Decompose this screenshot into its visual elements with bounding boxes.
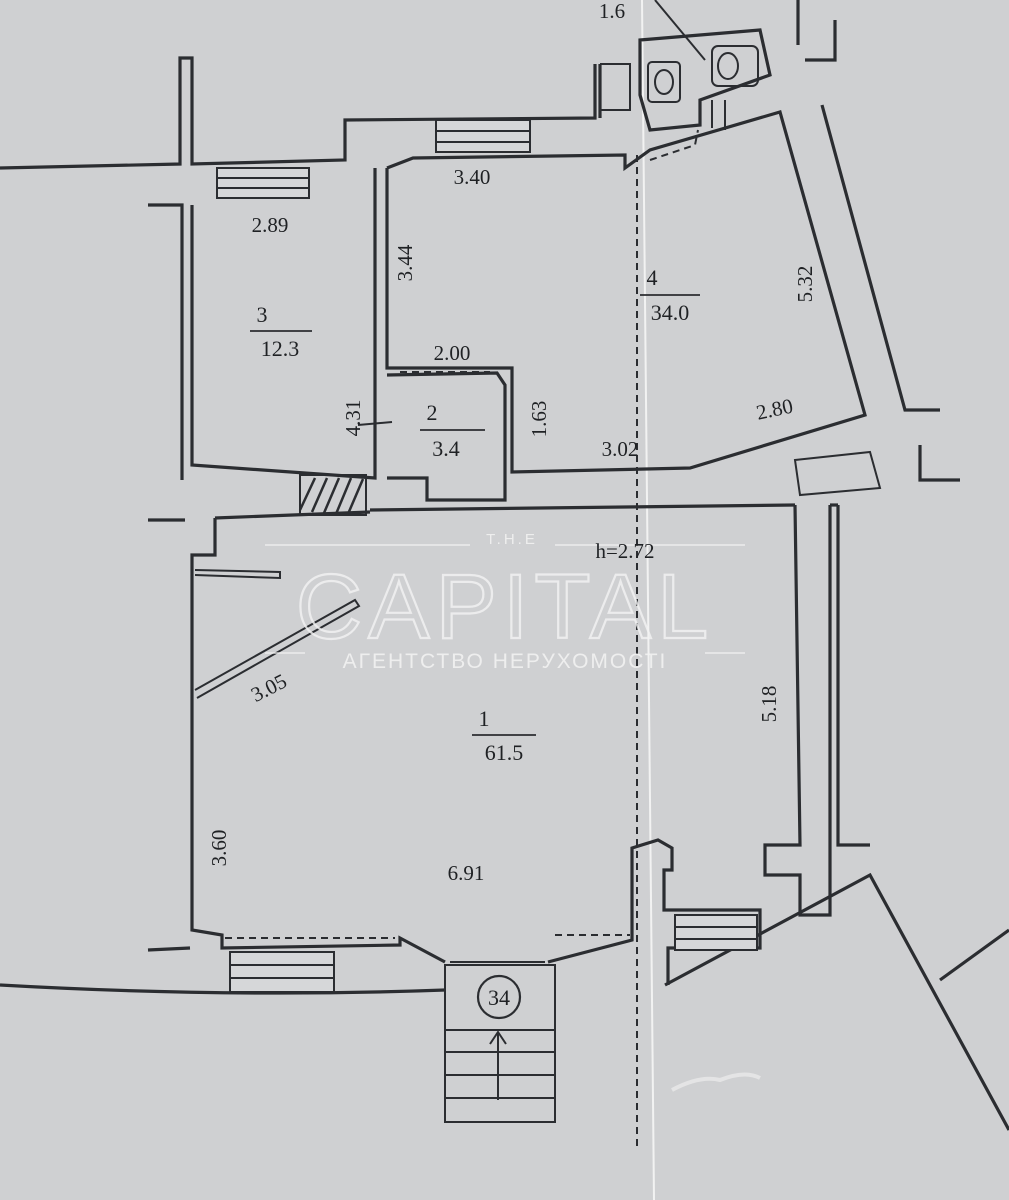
room-labels: 3 12.3 4 34.0 2 3.4 1 61.5 h=2.72 bbox=[250, 265, 700, 765]
room-3-number: 3 bbox=[257, 302, 268, 327]
room-2-area: 3.4 bbox=[432, 436, 460, 461]
watermark-the: T.H.E bbox=[486, 531, 538, 548]
dim-2-00: 2.00 bbox=[434, 341, 471, 365]
dim-5-18: 5.18 bbox=[757, 686, 781, 723]
room-3-area: 12.3 bbox=[261, 336, 300, 361]
dim-1-6: 1.6 bbox=[599, 0, 625, 23]
building-walls bbox=[190, 28, 882, 985]
dashed-lines bbox=[225, 129, 699, 1150]
dim-3-05: 3.05 bbox=[247, 669, 291, 707]
bath-fixtures bbox=[647, 0, 759, 103]
dim-3-60: 3.60 bbox=[207, 830, 231, 867]
paper-fold-line bbox=[641, 0, 655, 1200]
room-2-number: 2 bbox=[427, 400, 438, 425]
watermark: T.H.E CAPITAL АГЕНТСТВО НЕРУХОМОСТІ bbox=[265, 531, 745, 673]
watermark-brand: CAPITAL bbox=[296, 556, 715, 658]
dim-5-32: 5.32 bbox=[793, 266, 817, 303]
room-1-area: 61.5 bbox=[485, 740, 524, 765]
entrance-marker-circle bbox=[476, 974, 522, 1020]
dim-1-63: 1.63 bbox=[527, 401, 551, 438]
room-4-number: 4 bbox=[647, 265, 658, 290]
paper-smudge bbox=[671, 1072, 761, 1092]
dim-3-02: 3.02 bbox=[602, 437, 639, 461]
room-4-area: 34.0 bbox=[651, 300, 690, 325]
dim-3-44: 3.44 bbox=[393, 244, 417, 281]
dim-4-31: 4.31 bbox=[341, 400, 365, 437]
room-1-number: 1 bbox=[479, 706, 490, 731]
dim-3-40: 3.40 bbox=[454, 165, 491, 189]
ceiling-height: h=2.72 bbox=[595, 539, 654, 563]
dim-6-91: 6.91 bbox=[448, 861, 485, 885]
entrance-stairs: 34 bbox=[444, 961, 556, 1123]
hatched-stair bbox=[298, 388, 393, 516]
entrance-marker: 34 bbox=[488, 985, 510, 1010]
dim-2-80: 2.80 bbox=[754, 394, 795, 425]
watermark-tagline: АГЕНТСТВО НЕРУХОМОСТІ bbox=[343, 650, 668, 673]
dim-2-89: 2.89 bbox=[252, 213, 289, 237]
windows bbox=[216, 119, 758, 993]
